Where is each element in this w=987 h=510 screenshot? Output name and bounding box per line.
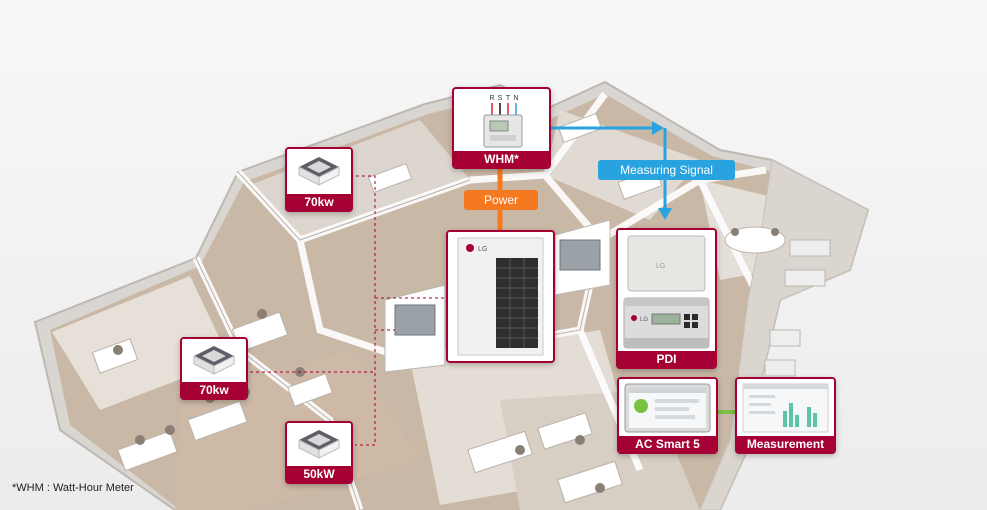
pdi-brand-bottom: LG xyxy=(640,317,648,323)
indoor-unit-label-left: 70kw xyxy=(182,382,246,398)
indoor-unit-card-top[interactable]: 70kw xyxy=(285,147,353,212)
footnote: *WHM : Watt-Hour Meter xyxy=(12,482,134,494)
indoor-unit-label-top: 70kw xyxy=(287,194,351,210)
cassette-unit-icon xyxy=(287,423,351,466)
terminal-s: S xyxy=(498,95,503,102)
brand-label: LG xyxy=(478,246,487,253)
terminal-n: N xyxy=(513,95,518,102)
terminal-r: R xyxy=(489,95,494,102)
pdi-brand-top: LG xyxy=(656,263,665,270)
measurement-label: Measurement xyxy=(737,436,834,452)
indoor-unit-card-left[interactable]: 70kw xyxy=(180,337,248,400)
whm-card[interactable]: R S T N WHM* xyxy=(452,87,551,169)
terminal-t: T xyxy=(506,95,511,102)
outdoor-unit-icon: LG xyxy=(448,232,553,361)
whm-label: WHM* xyxy=(454,151,549,167)
measuring-signal-label: Measuring Signal xyxy=(598,160,735,180)
watt-hour-meter-icon: R S T N xyxy=(454,89,549,151)
ac-smart-screen-icon xyxy=(619,379,716,436)
power-distribution-indicator-icon: LG LG xyxy=(618,230,715,351)
ac-smart-label: AC Smart 5 xyxy=(619,436,716,452)
measurement-card[interactable]: Measurement xyxy=(735,377,836,454)
outdoor-unit-card[interactable]: LG xyxy=(446,230,555,363)
cassette-unit-icon xyxy=(287,149,351,194)
indoor-unit-label-bottom: 50kW xyxy=(287,466,351,482)
indoor-unit-card-bottom[interactable]: 50kW xyxy=(285,421,353,484)
ac-smart-card[interactable]: AC Smart 5 xyxy=(617,377,718,454)
pdi-label: PDI xyxy=(618,351,715,367)
pdi-card[interactable]: LG LG PDI xyxy=(616,228,717,369)
cassette-unit-icon xyxy=(182,339,246,382)
power-label: Power xyxy=(464,190,538,210)
measurement-chart-icon xyxy=(737,379,834,436)
